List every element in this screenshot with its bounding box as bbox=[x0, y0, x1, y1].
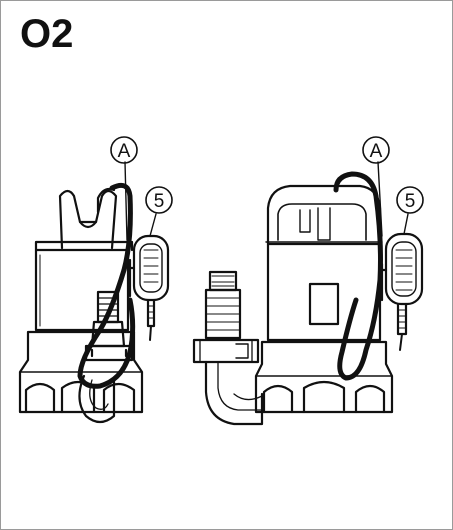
step-number: O2 bbox=[20, 12, 74, 56]
callout-a-left-label: A bbox=[118, 141, 131, 162]
callout-a-right bbox=[362, 136, 390, 164]
callout-5-right-label: 5 bbox=[405, 191, 416, 212]
callout-5-left-label: 5 bbox=[154, 191, 165, 212]
callout-5-left bbox=[145, 186, 173, 214]
callout-5-right bbox=[396, 186, 424, 214]
callout-a-right-label: A bbox=[370, 141, 383, 162]
left-float-switch bbox=[128, 234, 170, 328]
callout-a-left bbox=[110, 136, 138, 164]
left-pump bbox=[18, 182, 170, 424]
right-float-switch bbox=[378, 232, 424, 336]
right-pump bbox=[192, 171, 424, 426]
